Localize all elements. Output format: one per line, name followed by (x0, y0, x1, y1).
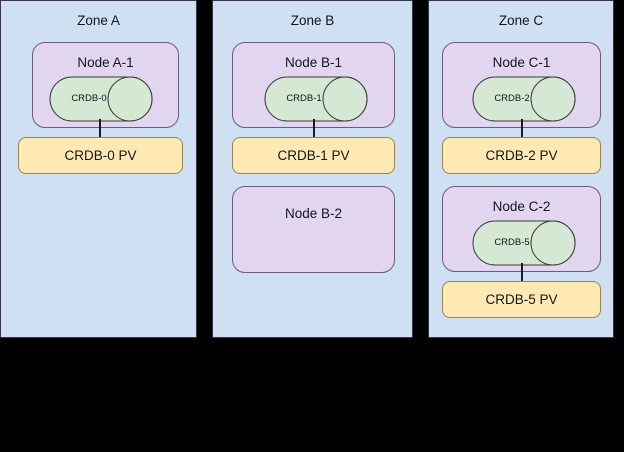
database-cylinder-crdb-2[interactable]: CRDB-2 (472, 76, 576, 122)
zone-panel-a[interactable]: Zone A Node A-1 CRDB-0 CRDB-0 PV (0, 0, 197, 338)
pv-label-crdb-2: CRDB-2 PV (485, 147, 558, 163)
pv-box-crdb-2[interactable]: CRDB-2 PV (442, 137, 601, 174)
zone-title-c: Zone C (498, 13, 544, 28)
node-box-c-2[interactable]: Node C-2 CRDB-5 (442, 186, 601, 272)
pv-box-crdb-1[interactable]: CRDB-1 PV (232, 137, 395, 174)
node-box-b-2[interactable]: Node B-2 (232, 186, 395, 273)
cylinder-icon (264, 76, 368, 122)
pv-label-crdb-0: CRDB-0 PV (64, 147, 137, 163)
pv-label-crdb-1: CRDB-1 PV (277, 147, 350, 163)
database-label-crdb-2: CRDB-2 (494, 93, 530, 104)
connector-node-a-1-to-pv (99, 119, 101, 140)
cylinder-icon (472, 220, 576, 266)
zone-panel-c[interactable]: Zone C Node C-1 CRDB-2 CRDB-2 PV Node C-… (428, 0, 614, 338)
zone-title-b: Zone B (290, 13, 335, 28)
cylinder-icon (472, 76, 576, 122)
connector-node-b-1-to-pv (313, 119, 315, 140)
zone-panel-b[interactable]: Zone B Node B-1 CRDB-1 CRDB-1 PV Node B-… (212, 0, 413, 338)
node-title-b-2: Node B-2 (284, 206, 343, 221)
connector-node-c-2-to-pv (521, 263, 523, 284)
cylinder-icon (49, 76, 153, 122)
database-label-crdb-5: CRDB-5 (494, 237, 530, 248)
node-box-b-1[interactable]: Node B-1 CRDB-1 (232, 42, 395, 128)
node-box-c-1[interactable]: Node C-1 CRDB-2 (442, 42, 601, 128)
database-label-crdb-1: CRDB-1 (286, 93, 322, 104)
database-label-crdb-0: CRDB-0 (71, 93, 107, 104)
node-box-a-1[interactable]: Node A-1 CRDB-0 (32, 42, 179, 128)
node-title-b-1: Node B-1 (284, 55, 343, 70)
database-cylinder-crdb-1[interactable]: CRDB-1 (264, 76, 368, 122)
zone-title-a: Zone A (77, 13, 120, 28)
database-cylinder-crdb-5[interactable]: CRDB-5 (472, 220, 576, 266)
node-title-c-2: Node C-2 (492, 199, 551, 214)
node-title-c-1: Node C-1 (492, 55, 551, 70)
pv-box-crdb-5[interactable]: CRDB-5 PV (442, 281, 601, 318)
connector-node-c-1-to-pv (521, 119, 523, 140)
node-title-a-1: Node A-1 (77, 55, 134, 70)
pv-label-crdb-5: CRDB-5 PV (485, 291, 558, 307)
pv-box-crdb-0[interactable]: CRDB-0 PV (18, 137, 183, 174)
database-cylinder-crdb-0[interactable]: CRDB-0 (49, 76, 153, 122)
